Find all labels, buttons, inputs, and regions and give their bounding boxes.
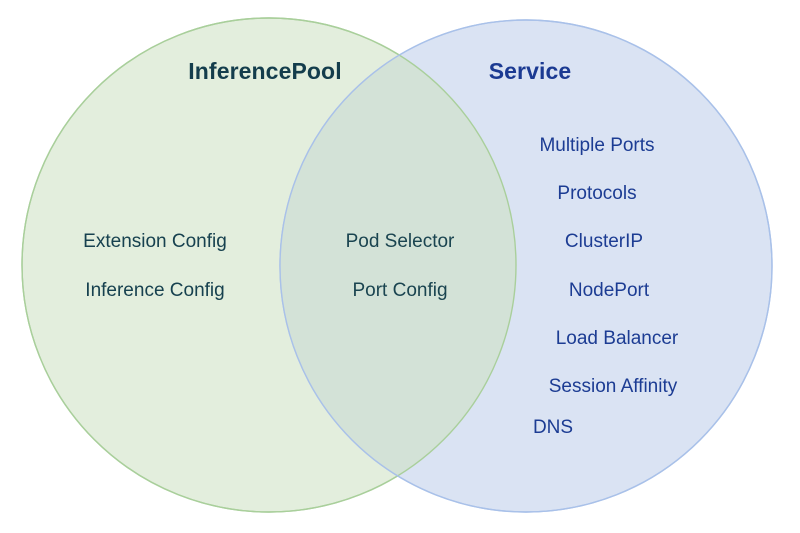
- item-inference-config: Inference Config: [85, 280, 225, 301]
- item-multiple-ports: Multiple Ports: [539, 135, 655, 156]
- intersection-group: [280, 20, 772, 512]
- item-load-balancer: Load Balancer: [555, 328, 679, 349]
- set-title-inferencepool: InferencePool: [188, 58, 342, 84]
- item-port-config: Port Config: [352, 280, 448, 301]
- item-nodeport: NodePort: [568, 280, 650, 301]
- item-session-affinity: Session Affinity: [548, 376, 678, 397]
- circle-service-outline: [279, 19, 773, 513]
- set-title-service: Service: [488, 58, 572, 84]
- circle-inferencepool-outline: [21, 17, 517, 513]
- item-extension-config: Extension Config: [83, 231, 227, 252]
- item-dns: DNS: [532, 417, 574, 438]
- item-pod-selector: Pod Selector: [345, 231, 455, 252]
- intersection-lens[interactable]: [280, 20, 772, 512]
- item-clusterip: ClusterIP: [564, 231, 644, 252]
- item-protocols: Protocols: [557, 183, 637, 204]
